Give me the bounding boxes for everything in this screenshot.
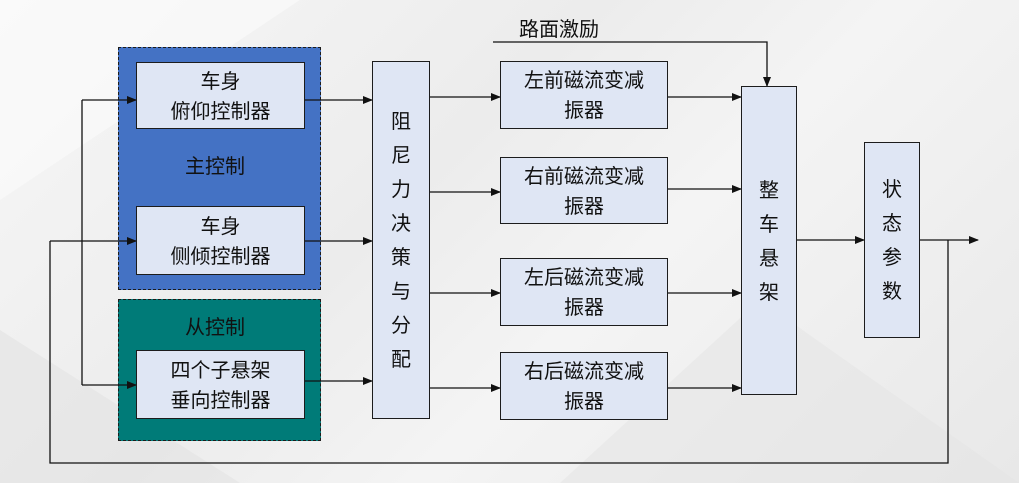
state-char: 态 — [882, 211, 902, 235]
damper-label-line2: 振器 — [564, 389, 604, 413]
damper-label-line2: 振器 — [564, 295, 604, 319]
state-char: 数 — [882, 279, 902, 303]
vehicle-char: 车 — [759, 211, 779, 236]
vehicle-char: 整 — [759, 177, 779, 202]
vehicle-char: 架 — [759, 279, 779, 304]
distributor-char: 决 — [391, 211, 411, 235]
main-control-label: 主控制 — [185, 154, 245, 178]
arrow-road-input — [493, 41, 771, 87]
distributor-char: 分 — [391, 313, 411, 337]
vertical-controller-line1: 四个子悬架 — [170, 357, 271, 382]
distributor-char: 与 — [391, 279, 411, 303]
vehicle-char: 悬 — [759, 245, 779, 270]
damping-force-distributor: 阻 尼 力 决 策 与 分 配 — [372, 61, 430, 419]
damper-left-rear: 左后磁流变减 振器 — [500, 258, 668, 326]
roll-controller: 车身 侧倾控制器 — [136, 206, 305, 275]
damper-right-rear: 右后磁流变减 振器 — [500, 352, 668, 420]
pitch-controller-line2: 俯仰控制器 — [170, 98, 271, 123]
vehicle-suspension: 整 车 悬 架 — [741, 86, 797, 395]
pitch-controller-line1: 车身 — [200, 68, 241, 93]
state-char: 状 — [882, 177, 902, 201]
distributor-char: 力 — [391, 177, 411, 201]
roll-controller-line1: 车身 — [200, 213, 241, 238]
feedback-line — [49, 240, 949, 464]
damper-label-line1: 右后磁流变减 — [524, 359, 644, 383]
damper-label-line1: 右前磁流变减 — [524, 163, 644, 188]
damper-left-front: 左前磁流变减 振器 — [500, 61, 668, 129]
damper-label-line1: 左前磁流变减 — [524, 68, 644, 92]
vertical-controller: 四个子悬架 垂向控制器 — [136, 350, 305, 419]
damper-label-line1: 左后磁流变减 — [524, 265, 644, 289]
state-parameters: 状 态 参 数 — [864, 142, 920, 338]
distributor-char: 配 — [391, 347, 411, 371]
damper-label-line2: 振器 — [564, 193, 604, 218]
damper-label-line2: 振器 — [564, 98, 604, 122]
slave-control-label: 从控制 — [185, 315, 245, 339]
road-input-label: 路面激励 — [519, 17, 599, 41]
state-char: 参 — [882, 245, 902, 269]
pitch-controller: 车身 俯仰控制器 — [136, 62, 305, 129]
distributor-char: 阻 — [391, 109, 411, 133]
distributor-char: 策 — [391, 245, 411, 269]
roll-controller-line2: 侧倾控制器 — [170, 243, 271, 268]
vertical-controller-line2: 垂向控制器 — [170, 387, 271, 412]
damper-right-front: 右前磁流变减 振器 — [500, 157, 668, 224]
distributor-char: 尼 — [391, 143, 411, 167]
